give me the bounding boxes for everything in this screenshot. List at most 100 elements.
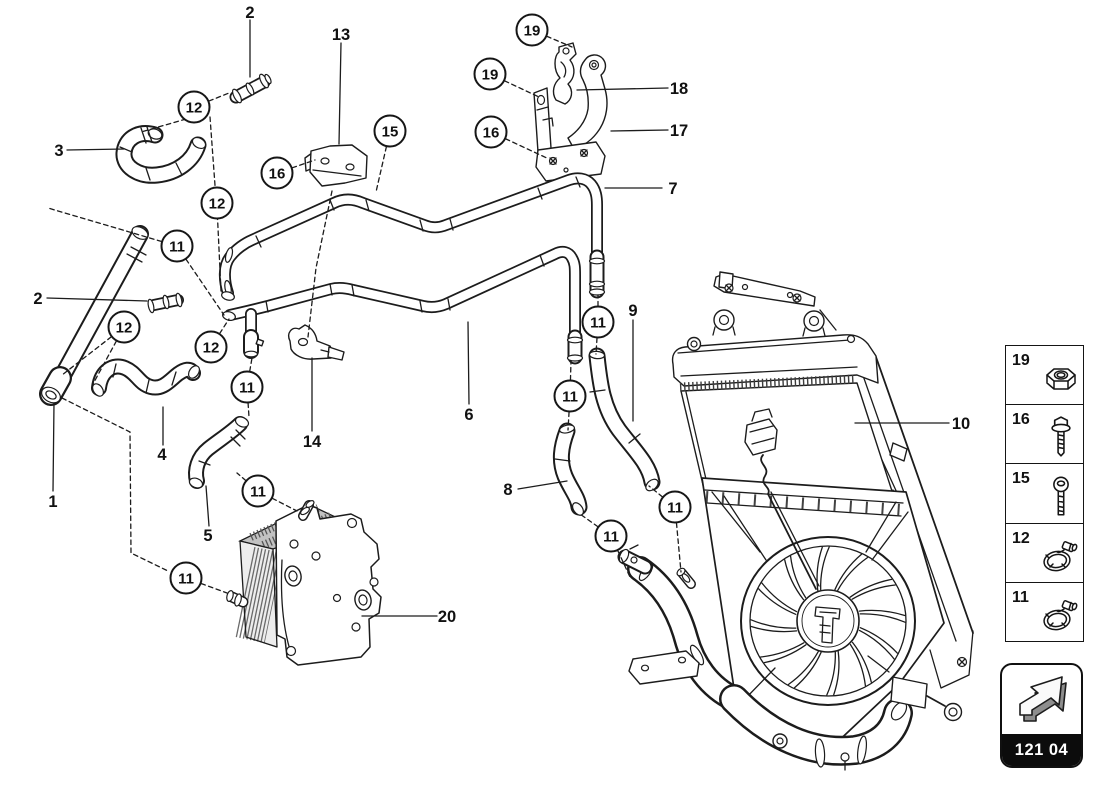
legend-ref-label: 19 (1012, 352, 1030, 369)
part-hose-1 (39, 225, 149, 406)
part-label-3[interactable]: 3 (54, 142, 63, 160)
part-union-2b (147, 292, 184, 314)
svg-text:11: 11 (169, 239, 185, 256)
callout-circle-12[interactable]: 12 (194, 330, 228, 364)
part-u-bracket-17 (567, 54, 608, 150)
dashed-leader-line (185, 577, 228, 594)
callout-circle-11[interactable]: 11 (169, 561, 203, 595)
svg-text:12: 12 (186, 100, 203, 117)
part-label-20[interactable]: 20 (438, 608, 456, 626)
part-label-10[interactable]: 10 (952, 415, 970, 433)
callout-circle-11[interactable]: 11 (658, 490, 692, 524)
group-code-badge: 121 04 (1002, 734, 1081, 766)
part-radiator-assembly (617, 271, 974, 771)
svg-text:16: 16 (483, 125, 500, 142)
leader-line (52, 402, 55, 492)
svg-text:12: 12 (209, 196, 226, 213)
dashed-leader-line (531, 29, 573, 48)
dashed-leader-line (61, 397, 169, 572)
callout-circle-16[interactable]: 16 (260, 156, 294, 190)
leader-line (46, 297, 148, 302)
callout-circle-11[interactable]: 11 (160, 229, 194, 263)
svg-text:11: 11 (562, 389, 578, 406)
legend-ref-label: 12 (1012, 529, 1030, 547)
callout-circle-11[interactable]: 11 (241, 474, 275, 508)
svg-text:11: 11 (667, 500, 683, 517)
legend-row-12[interactable]: 12 (1006, 522, 1083, 582)
part-pipe-6 (222, 245, 584, 365)
legend-row-11[interactable]: 11 (1006, 581, 1083, 641)
hose-clamp-icon (1040, 593, 1080, 637)
part-label-8[interactable]: 8 (503, 481, 512, 499)
part-union-2a (229, 73, 272, 104)
part-label-17[interactable]: 17 (670, 122, 688, 140)
part-label-2[interactable]: 2 (245, 4, 254, 22)
part-label-5[interactable]: 5 (203, 527, 212, 545)
dashed-leader-line (307, 190, 333, 338)
callout-circle-12[interactable]: 12 (177, 90, 211, 124)
leader-line (576, 87, 669, 91)
part-oil-cooler-20 (226, 500, 382, 666)
dashed-leader-line (569, 360, 572, 397)
leader-line (205, 485, 210, 527)
legend-row-16[interactable]: 16 (1006, 404, 1083, 463)
dashed-leader-line (209, 116, 217, 200)
legend-ref-label: 15 (1012, 470, 1030, 488)
dashed-leader-line (47, 207, 178, 247)
leader-line (610, 129, 669, 132)
part-label-18[interactable]: 18 (670, 80, 688, 98)
part-label-1[interactable]: 1 (48, 493, 57, 511)
dashed-leader-line (276, 159, 316, 174)
svg-text:11: 11 (603, 529, 619, 546)
legend-ref-label: 11 (1012, 588, 1029, 606)
legend-panel: 19 16 15 (1005, 345, 1084, 642)
svg-text:12: 12 (116, 320, 133, 337)
leader-line (467, 321, 470, 405)
svg-text:16: 16 (269, 166, 286, 183)
leader-line (517, 480, 568, 490)
part-label-6[interactable]: 6 (464, 406, 473, 424)
dashed-leader-line (193, 92, 230, 108)
part-label-2[interactable]: 2 (33, 290, 42, 308)
dashed-leader-line (257, 490, 298, 512)
part-label-4[interactable]: 4 (157, 446, 167, 464)
callout-circle-11[interactable]: 11 (581, 305, 615, 339)
svg-text:11: 11 (178, 571, 194, 588)
svg-text:11: 11 (590, 315, 606, 332)
flange-bolt-icon (1042, 414, 1080, 460)
callout-circle-19[interactable]: 19 (473, 57, 507, 91)
callout-circles: 12 12 11 12 12 11 11 11 16 15 19 19 16 11 11 11 11 (107, 13, 692, 595)
leader-line (66, 148, 125, 151)
fan-blades (750, 546, 906, 696)
part-label-7[interactable]: 7 (668, 180, 677, 198)
legend-row-15[interactable]: 15 (1006, 463, 1083, 522)
part-hose-3 (115, 125, 207, 184)
callout-circle-11[interactable]: 11 (230, 370, 264, 404)
hex-nut-icon (1042, 356, 1080, 400)
callout-circle-11[interactable]: 11 (594, 519, 628, 553)
part-label-14[interactable]: 14 (303, 433, 322, 451)
next-group-box[interactable]: 121 04 (1000, 663, 1083, 768)
dashed-leader-line (176, 245, 225, 316)
dashed-leader-line (567, 395, 571, 431)
callout-circle-16[interactable]: 16 (474, 115, 508, 149)
part-bracket-13 (304, 144, 368, 187)
callout-circle-15[interactable]: 15 (373, 114, 407, 148)
callout-circle-11[interactable]: 11 (553, 379, 587, 413)
part-hose-4 (91, 358, 201, 397)
svg-text:19: 19 (482, 67, 499, 84)
svg-text:12: 12 (203, 340, 220, 357)
callout-circle-12[interactable]: 12 (200, 186, 234, 220)
part-label-13[interactable]: 13 (332, 26, 350, 44)
part-label-9[interactable]: 9 (628, 302, 637, 320)
callout-circle-12[interactable]: 12 (107, 310, 141, 344)
part-clamp-bracket-14 (288, 324, 345, 361)
svg-text:19: 19 (524, 23, 541, 40)
callout-circle-19[interactable]: 19 (515, 13, 549, 47)
legend-row-19[interactable]: 19 (1006, 346, 1083, 404)
leader-line (338, 42, 342, 145)
dashed-leader-line (216, 206, 222, 292)
